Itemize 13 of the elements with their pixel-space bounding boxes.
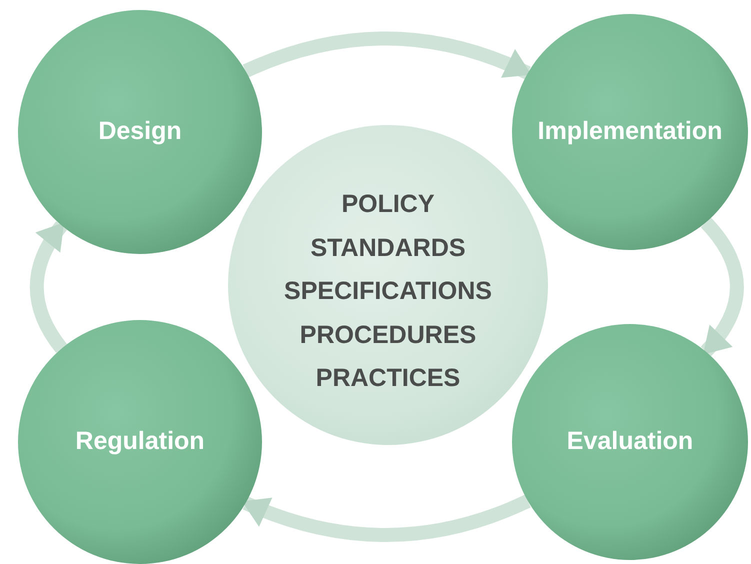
node-label: Evaluation <box>566 428 694 456</box>
curved-arrow <box>30 221 68 353</box>
node-label: STANDARDS <box>310 234 466 262</box>
node-label: Regulation <box>75 428 205 456</box>
curved-arrow <box>242 494 531 542</box>
curved-arrow <box>700 218 744 356</box>
node-label: Implementation <box>538 118 722 146</box>
node-label: PROCEDURES <box>300 322 476 350</box>
node-label: POLICY <box>341 191 435 219</box>
node-label: PRACTICES <box>316 365 460 393</box>
node-label: SPECIFICATIONS <box>284 278 492 306</box>
node-label: Design <box>98 118 182 146</box>
curved-arrow <box>242 32 532 80</box>
